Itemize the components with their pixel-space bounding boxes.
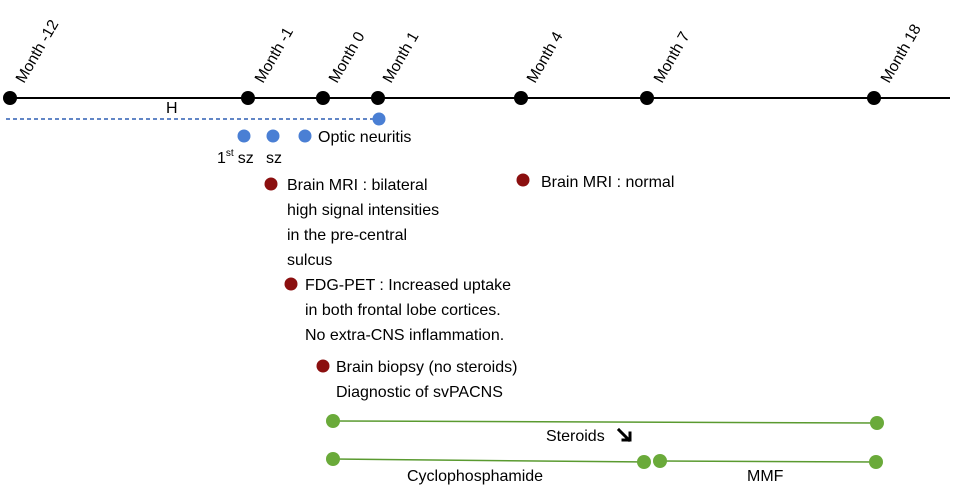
steroids-label: Steroids (546, 428, 605, 445)
biopsy-text: Brain biopsy (no steroids) Diagnostic of… (336, 359, 522, 401)
month-marker-0 (316, 91, 330, 105)
red-dot-brain-mri-1 (264, 177, 278, 191)
cyclophosphamide-start-dot (326, 452, 340, 466)
h-label: H (166, 100, 178, 117)
month-label: Month -1 (252, 25, 297, 86)
biopsy-line: Brain biopsy (no steroids) (336, 359, 517, 376)
blue-dot-optic-neuritis (298, 129, 312, 143)
brain-mri-1-text: Brain MRI : bilateral high signal intens… (287, 177, 444, 269)
month-marker-18 (867, 91, 881, 105)
treatments: Steroids Cyclophosphamide MMF (326, 414, 884, 485)
cyclophosphamide-label: Cyclophosphamide (407, 468, 543, 485)
steroids-start-dot (326, 414, 340, 428)
blue-dot-first-sz (237, 129, 251, 143)
month-marker-1 (371, 91, 385, 105)
first-sz-sup: st (226, 148, 234, 159)
brain-mri-1-line: high signal intensities (287, 202, 439, 219)
cyclophosphamide-end-dot (637, 455, 651, 469)
red-dot-brain-mri-2 (516, 173, 530, 187)
fdg-pet-line: No extra-CNS inflammation. (305, 327, 504, 344)
mmf-bar (659, 460, 877, 463)
month-label: Month 0 (326, 29, 369, 86)
optic-neuritis-label: Optic neuritis (318, 129, 411, 146)
arrow-down-right-icon (616, 427, 632, 443)
red-dot-fdg-pet (284, 277, 298, 291)
mmf-start-dot (653, 454, 667, 468)
fdg-pet-line: in both frontal lobe cortices. (305, 302, 501, 319)
first-sz-num: 1 (217, 150, 226, 167)
second-sz-label: sz (266, 150, 282, 167)
month-labels: Month -12 Month -1 Month 0 Month 1 Month… (13, 17, 925, 86)
month-label: Month 1 (380, 29, 423, 86)
red-events: Brain MRI : bilateral high signal intens… (264, 173, 674, 401)
month-marker-minus12 (3, 91, 17, 105)
month-markers (3, 91, 881, 105)
month-marker-minus1 (241, 91, 255, 105)
month-label: Month 4 (524, 29, 567, 86)
steroids-end-dot (870, 416, 884, 430)
brain-mri-1-line: in the pre-central (287, 227, 407, 244)
month-label: Month 18 (878, 22, 925, 86)
mmf-end-dot (869, 455, 883, 469)
fdg-pet-text: FDG-PET : Increased uptake in both front… (305, 277, 515, 344)
biopsy-line: Diagnostic of svPACNS (336, 384, 503, 401)
blue-dot-sz (266, 129, 280, 143)
first-sz-word: sz (238, 150, 254, 167)
fdg-pet-line: FDG-PET : Increased uptake (305, 277, 511, 294)
brain-mri-2-text: Brain MRI : normal (541, 174, 674, 191)
steroids-bar (332, 420, 878, 424)
brain-mri-1-line: Brain MRI : bilateral (287, 177, 428, 194)
red-dot-biopsy (316, 359, 330, 373)
month-label: Month 7 (651, 29, 694, 86)
month-label: Month -12 (13, 17, 63, 86)
blue-dot-h-end (372, 112, 386, 126)
month-marker-4 (514, 91, 528, 105)
brain-mri-1-line: sulcus (287, 252, 332, 269)
cyclophosphamide-bar (332, 458, 645, 463)
month-marker-7 (640, 91, 654, 105)
mmf-label: MMF (747, 468, 784, 485)
